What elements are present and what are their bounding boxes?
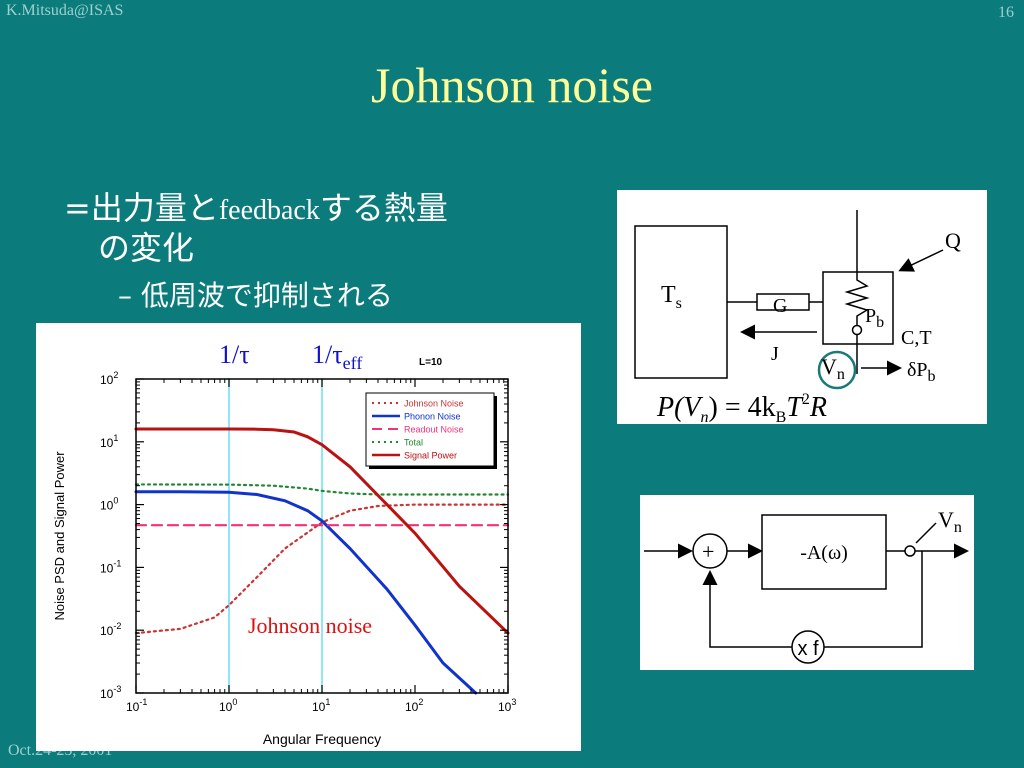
johnson-formula: P(Vn) = 4kBT2R [656, 391, 827, 424]
vline-label-1: 1/τeff [312, 340, 362, 373]
noise-chart-panel: 1/τ 1/τeff L=10 10-1 100 101 102 103 102 101 100 1… [36, 323, 581, 751]
vn-highlight-circle [817, 350, 857, 390]
g-label: G [773, 295, 787, 317]
y-tick-label: 102 [100, 370, 118, 387]
y-tick-label: 10-1 [100, 558, 121, 575]
pb-label: Pb [865, 305, 884, 331]
x-tick-label: 101 [312, 697, 330, 714]
x-axis-label: Angular Frequency [263, 731, 381, 747]
series-line-johnson-noise [134, 503, 510, 635]
feedback-wire-left [702, 570, 792, 648]
bullet-main-line2: の変化 [98, 229, 195, 267]
x-tick-label: 103 [498, 697, 516, 714]
y-axis-label: Noise PSD and Signal Power [52, 451, 67, 621]
bullet-sub-text: 低周波で抑制される [140, 279, 393, 312]
bullet-sub-dash: – [118, 279, 132, 312]
vn-pointer [915, 522, 937, 544]
author-label: K.Mitsuda@ISAS [6, 2, 124, 19]
series-line-signal-power [134, 427, 510, 635]
vn-label: Vn [821, 354, 845, 383]
feedback-wire-right [824, 551, 923, 648]
chart-top-note: L=10 [419, 357, 443, 368]
legend-label: Phonon Noise [404, 412, 461, 422]
vn-out-label: Vn [938, 507, 962, 536]
bullet-main-en: feedback [218, 195, 320, 226]
page-number: 16 [998, 4, 1014, 21]
bullet-main-suffix: する熱量 [319, 189, 448, 227]
vline-label-0: 1/τ [219, 340, 250, 369]
legend-label: Signal Power [404, 451, 457, 461]
j-label: J [771, 343, 779, 365]
noise-psd-chart: 1/τ 1/τeff L=10 10-1 100 101 102 103 102 101 100 1… [52, 340, 516, 747]
legend-label: Readout Noise [404, 425, 464, 435]
bullet-main: =出力量とfeedbackする熱量 [64, 188, 448, 231]
resistor-zigzag [844, 272, 870, 326]
legend-label: Johnson Noise [404, 399, 464, 409]
x-tick-label: 100 [219, 697, 237, 714]
y-tick-label: 10-3 [100, 684, 121, 701]
ct-label: C,T [901, 327, 932, 349]
feedback-diagram-panel: + -A(ω) Vn x f [640, 495, 974, 670]
vn-node [904, 545, 916, 557]
thermal-diagram-panel: Ts G J Pb C,T Q Vn δPb P(Vn) = 4kBT2R [617, 190, 987, 426]
dpb-label: δPb [907, 359, 936, 385]
q-label: Q [945, 228, 961, 253]
q-arrow [898, 249, 944, 272]
series-line-total [134, 483, 510, 496]
ts-label: Ts [661, 282, 682, 312]
amplifier-label: -A(ω) [800, 542, 848, 564]
detector-box [822, 271, 894, 345]
x-tick-label: 102 [405, 697, 423, 714]
bullet-sub: – 低周波で抑制される [118, 278, 393, 314]
pb-node [851, 324, 863, 336]
feedback-diagram: + -A(ω) Vn x f [644, 507, 969, 664]
legend-label: Total [404, 438, 423, 448]
thermal-diagram: Ts G J Pb C,T Q Vn δPb P(Vn) = 4kBT2R [634, 210, 961, 426]
series-line-phonon-noise [134, 490, 478, 695]
chart-annotation: Johnson noise [248, 613, 372, 638]
plus-label: + [702, 539, 714, 564]
feedback-gain-label: x f [797, 638, 819, 660]
y-tick-label: 10-2 [100, 621, 121, 638]
y-tick-label: 100 [100, 496, 118, 513]
amplifier-box [761, 514, 887, 590]
slide-title: Johnson noise [371, 57, 653, 113]
bullet-main-prefix: =出力量と [64, 189, 219, 227]
y-tick-label: 101 [100, 433, 118, 450]
x-tick-label: 10-1 [126, 697, 147, 714]
